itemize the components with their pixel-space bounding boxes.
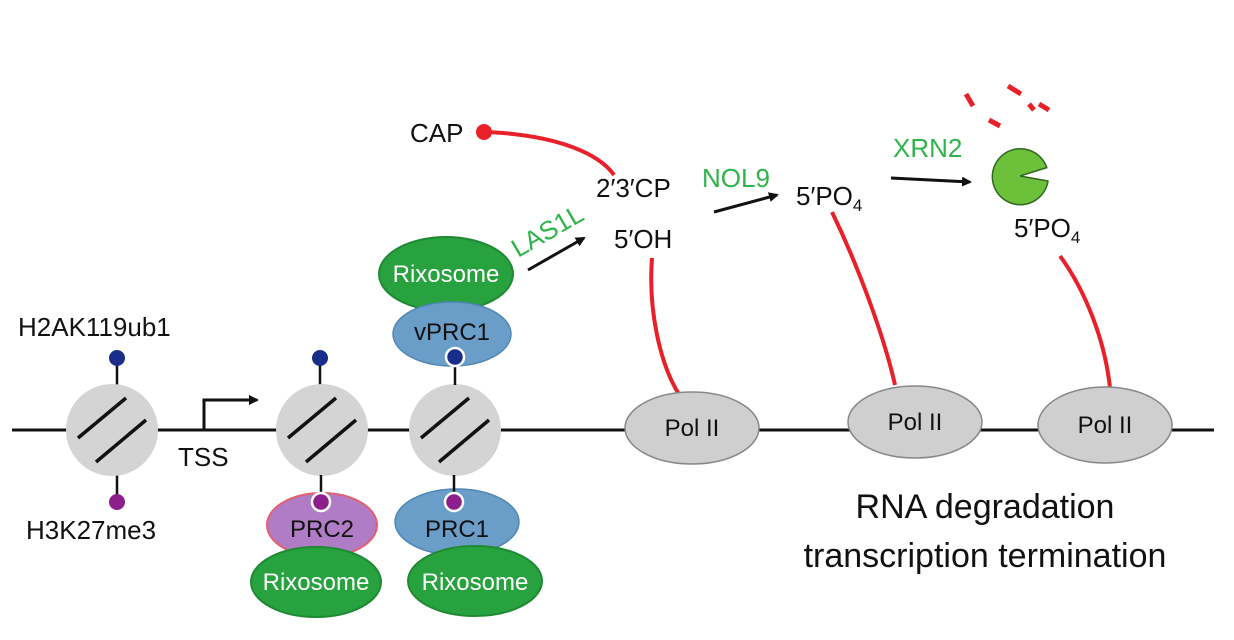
prc1-label: PRC1	[425, 516, 489, 543]
rna-fragment-dash	[1037, 101, 1051, 113]
pol2-1	[624, 391, 760, 465]
rna-fragment-dash	[1006, 83, 1023, 97]
pol2-2	[847, 385, 983, 459]
nucleosome-hatch	[94, 418, 148, 464]
cap-label: CAP	[410, 118, 463, 148]
h2ak119ub1-mark-2	[312, 350, 328, 366]
vprc1-label: vPRC1	[414, 319, 490, 346]
caption-transcription-termination: transcription termination	[804, 537, 1167, 575]
nucleosome-hatch	[304, 418, 358, 464]
rna-strand-1	[649, 257, 682, 398]
pol2-3-label: Pol II	[1078, 412, 1133, 439]
rna-fragment-dash	[1027, 102, 1036, 112]
pol2-1-label: Pol II	[665, 415, 720, 442]
rna-strand-3	[1058, 254, 1112, 389]
po4-5-sub-1: 4	[853, 196, 862, 215]
rixosome-left-label: Rixosome	[263, 569, 370, 596]
nucleosome-body-1	[66, 384, 158, 476]
las1l-arrow	[527, 236, 586, 272]
po4-5-sub-2: 4	[1071, 228, 1080, 247]
nucleosome-body-3	[409, 384, 501, 476]
rixosome-right	[407, 545, 543, 617]
oh-5-label: 5′OH	[614, 224, 672, 254]
rna-5prime-fragment	[485, 130, 616, 177]
nucleosome-1	[66, 350, 158, 510]
cap-dot	[476, 124, 492, 140]
rixosome-right-label: Rixosome	[422, 569, 529, 596]
nol9-arrow	[713, 192, 779, 214]
po4-5-base-2: 5′PO	[1014, 213, 1071, 243]
xrn2-pacman-icon	[991, 147, 1049, 206]
h3k27me3-mark-2	[310, 491, 332, 513]
nucleosome-hatch	[286, 396, 338, 440]
xrn2-arrow	[890, 176, 972, 187]
po4-5-label-1: 5′PO4	[796, 181, 862, 215]
rna-strand-2	[830, 211, 897, 386]
cp-2-3-label: 2′3′CP	[596, 173, 671, 203]
pol2-2-label: Pol II	[888, 409, 943, 436]
nucleosome-body-2	[276, 384, 368, 476]
rna-fragment-dash	[987, 117, 1002, 129]
xrn2-label: XRN2	[893, 133, 962, 163]
nol9-label: NOL9	[702, 163, 770, 193]
tss-arrow	[202, 395, 259, 430]
nucleosome-hatch	[419, 396, 471, 440]
h2ak119ub1-mark-3	[444, 346, 466, 368]
rixosome-top-label: Rixosome	[393, 261, 500, 288]
h3k27me3-mark-3	[443, 491, 465, 513]
nucleosome-hatch	[76, 396, 128, 440]
las1l-label: LAS1L	[506, 198, 589, 263]
rixosome-left	[250, 546, 382, 618]
h3k27me3-mark-1	[109, 494, 125, 510]
po4-5-label-2: 5′PO4	[1014, 213, 1080, 247]
caption-rna-degradation: RNA degradation	[856, 488, 1115, 526]
h2ak119ub1-mark-1	[109, 350, 125, 366]
tss-label: TSS	[178, 442, 229, 472]
nucleosome-hatch	[437, 418, 491, 464]
pol2-3	[1037, 386, 1173, 464]
nucleosome-3	[409, 384, 501, 476]
h3k27me3-label: H3K27me3	[26, 515, 156, 545]
rna-fragment-dash	[963, 92, 976, 108]
prc2-label: PRC2	[290, 516, 354, 543]
po4-5-base-1: 5′PO	[796, 181, 853, 211]
nucleosome-2	[276, 350, 368, 476]
h2ak119ub1-label: H2AK119ub1	[18, 312, 171, 342]
